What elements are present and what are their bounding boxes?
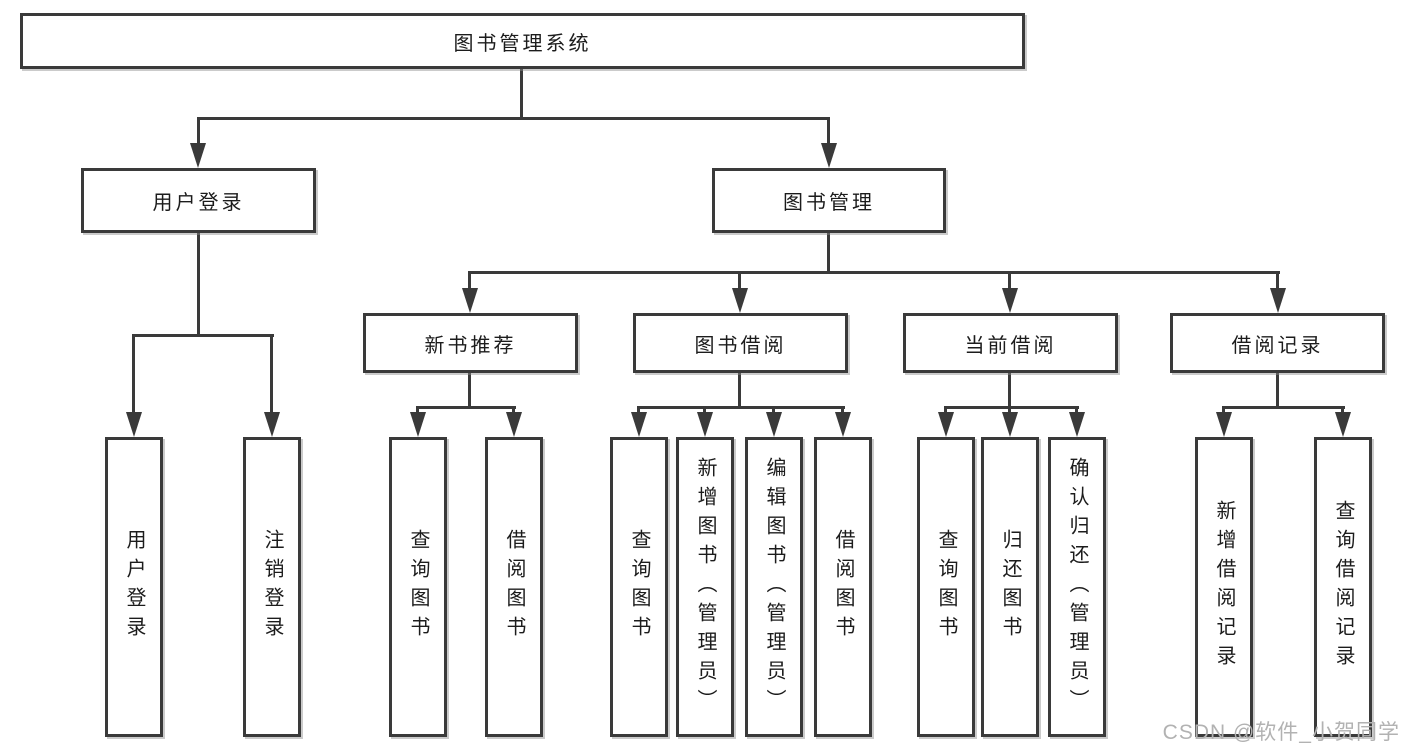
connector-arrowhead-down-icon [1216,412,1232,437]
connector-arrowhead-down-icon [938,412,954,437]
leaf-edit-book-admin: 编辑图书（管理员） [745,437,803,737]
leaf-return-books: 归还图书 [981,437,1039,737]
node-new-book-recommend: 新书推荐 [363,313,578,373]
connector-arrowhead-down-icon [1069,412,1085,437]
connector-book-management-split [468,271,1280,274]
connector-drop-leaf [944,406,947,415]
connector-borrow-trunk [738,373,741,406]
connector-drop-leaf [1341,406,1344,415]
connector-book-management-trunk [827,233,830,271]
connector-arrowhead-down-icon [462,288,478,313]
connector-arrowhead-down-icon [1270,288,1286,313]
connector-drop-leaf [1075,406,1078,415]
connector-root-split [197,117,830,120]
leaf-query-books-recommend: 查询图书 [389,437,447,737]
leaf-add-borrow-record: 新增借阅记录 [1195,437,1253,737]
connector-arrowhead-down-icon [732,288,748,313]
connector-current-split [944,406,1079,409]
connector-recommend-trunk [468,373,471,406]
csdn-watermark: CSDN @软件_小贺同学 [1162,721,1400,744]
connector-arrowhead-down-icon [835,412,851,437]
connector-records-trunk [1276,373,1279,406]
node-user-login: 用户登录 [81,168,316,233]
connector-drop-leaf [132,334,135,414]
connector-drop-user-login [197,117,200,145]
connector-arrowhead-down-icon [1002,288,1018,313]
connector-arrowhead-down-icon [697,412,713,437]
node-root-system: 图书管理系统 [20,13,1025,69]
connector-root-trunk [520,69,523,117]
connector-user-login-split [132,334,274,337]
leaf-query-borrow-record: 查询借阅记录 [1314,437,1372,737]
node-current-borrow: 当前借阅 [903,313,1118,373]
connector-drop-book-management [827,117,830,145]
node-book-management: 图书管理 [712,168,946,233]
leaf-user-login: 用户登录 [105,437,163,737]
node-borrow-records: 借阅记录 [1170,313,1385,373]
connector-drop-leaf [270,334,273,414]
connector-arrowhead-down-icon [631,412,647,437]
connector-arrowhead-down-icon [766,412,782,437]
leaf-logout: 注销登录 [243,437,301,737]
connector-drop-leaf [1222,406,1225,415]
connector-arrowhead-down-icon [190,143,206,168]
leaf-borrow-books: 借阅图书 [814,437,872,737]
connector-arrowhead-down-icon [1335,412,1351,437]
connector-arrowhead-down-icon [506,412,522,437]
connector-user-login-trunk [197,233,200,334]
node-book-borrow: 图书借阅 [633,313,848,373]
connector-drop-level3 [1008,271,1011,290]
connector-borrow-split [637,406,845,409]
leaf-query-books-borrow: 查询图书 [610,437,668,737]
connector-drop-leaf [772,406,775,415]
leaf-borrow-books-recommend: 借阅图书 [485,437,543,737]
connector-recommend-split [416,406,516,409]
connector-records-split [1222,406,1345,409]
connector-arrowhead-down-icon [821,143,837,168]
connector-drop-leaf [703,406,706,415]
connector-current-trunk [1008,373,1011,406]
connector-arrowhead-down-icon [410,412,426,437]
leaf-query-books-current: 查询图书 [917,437,975,737]
connector-drop-level3 [738,271,741,290]
connector-arrowhead-down-icon [1002,412,1018,437]
leaf-confirm-return-admin: 确认归还（管理员） [1048,437,1106,737]
connector-arrowhead-down-icon [264,412,280,437]
connector-drop-leaf [637,406,640,415]
connector-arrowhead-down-icon [126,412,142,437]
connector-drop-level3 [1276,271,1279,290]
connector-drop-leaf [841,406,844,415]
connector-drop-leaf [1008,406,1011,415]
connector-drop-leaf [416,406,419,415]
connector-drop-leaf [512,406,515,415]
connector-drop-level3 [468,271,471,290]
leaf-add-book-admin: 新增图书（管理员） [676,437,734,737]
